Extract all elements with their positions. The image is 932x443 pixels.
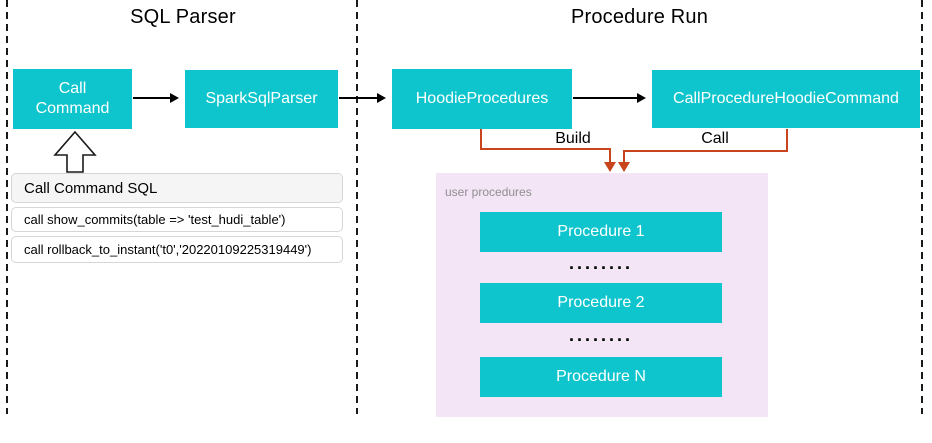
- sql-parser-section-title: SQL Parser: [130, 6, 236, 28]
- up-arrow-icon: [53, 130, 97, 173]
- sql-panel-header: Call Command SQL: [11, 173, 343, 203]
- node-hoodie-procedures: HoodieProcedures: [392, 69, 572, 129]
- section-border-middle: [356, 0, 358, 414]
- sql-query-row: call rollback_to_instant('t0','202201092…: [11, 236, 343, 263]
- down-arrowhead-icon: [618, 162, 630, 172]
- node-procedure-2: Procedure 2: [480, 283, 722, 323]
- node-procedure-n: Procedure N: [480, 357, 722, 397]
- sql-query-row: call show_commits(table => 'test_hudi_ta…: [11, 207, 343, 232]
- flow-arrow-icon: [133, 93, 179, 103]
- node-call-command: Call Command: [13, 69, 132, 129]
- procedure-run-section-title: Procedure Run: [570, 6, 709, 28]
- flow-arrow-icon: [573, 93, 646, 103]
- ellipsis-row: ........: [568, 325, 633, 345]
- build-edge-label: Build: [555, 130, 591, 147]
- user-procedures-label: user procedures: [445, 185, 532, 199]
- flow-arrow-icon: [339, 93, 386, 103]
- node-spark-sql-parser: SparkSqlParser: [185, 70, 338, 128]
- call-edge-label: Call: [701, 130, 729, 147]
- section-border-right: [921, 0, 923, 414]
- node-procedure-1: Procedure 1: [480, 212, 722, 252]
- section-border-left: [6, 0, 8, 414]
- down-arrowhead-icon: [604, 162, 616, 172]
- node-call-procedure-hoodie-command: CallProcedureHoodieCommand: [652, 70, 920, 128]
- ellipsis-row: ........: [568, 253, 633, 273]
